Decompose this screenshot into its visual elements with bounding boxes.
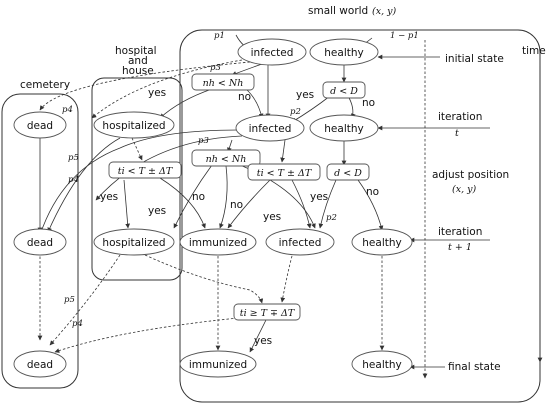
label-p2-mid: p2 — [326, 213, 337, 223]
label-no-d-mid: no — [366, 186, 379, 198]
svg-text:healthy: healthy — [362, 237, 401, 249]
label-p3-mid: p3 — [198, 136, 209, 146]
node-healthy-t1: healthy — [351, 228, 413, 256]
node-hospitalized-mid: hospitalized — [93, 228, 175, 256]
initial-state-label: initial state — [445, 53, 504, 65]
svg-text:hospitalized: hospitalized — [102, 237, 165, 249]
node-infected-initial: infected — [237, 38, 307, 66]
adjust-position-xy: (x, y) — [452, 184, 476, 195]
svg-text:infected: infected — [279, 237, 322, 249]
svg-text:dead: dead — [27, 120, 53, 132]
label-p2-top: p2 — [290, 107, 301, 117]
node-healthy-t: healthy — [309, 114, 379, 142]
label-no-nh-mid: no — [192, 191, 205, 203]
svg-text:nh < Nh: nh < Nh — [206, 154, 247, 165]
svg-text:healthy: healthy — [324, 123, 363, 135]
label-p5-mid: p5 — [68, 153, 79, 163]
node-healthy-initial: healthy — [309, 38, 379, 66]
cemetery-title: cemetery — [20, 79, 70, 91]
node-infected-t: infected — [235, 114, 305, 142]
small-world-xy: (x, y) — [372, 6, 396, 17]
label-yes-hospital-top: yes — [148, 87, 166, 99]
hospital-title-line2: and — [128, 55, 148, 67]
svg-text:ti ≥ T ∓ ΔT: ti ≥ T ∓ ΔT — [240, 308, 295, 319]
label-one-minus-p1: 1 − p1 — [390, 31, 419, 41]
svg-text:nh < Nh: nh < Nh — [203, 78, 244, 89]
final-state-label: final state — [448, 361, 501, 373]
node-hospitalized-top: hospitalized — [93, 111, 175, 139]
label-yes-ti-world: yes — [310, 191, 328, 203]
iteration-t1-var: t + 1 — [448, 242, 472, 253]
condition-ti-lt-T-hospital: ti < T ± ΔT — [108, 161, 182, 179]
hospital-title-line3: house — [122, 65, 154, 77]
node-infected-t1: infected — [265, 228, 335, 256]
node-healthy-final: healthy — [351, 350, 413, 378]
time-label: time — [522, 45, 546, 57]
label-no-ti-world: no — [230, 199, 243, 211]
label-p3-top: p3 — [210, 63, 221, 73]
label-p4-bottom: p4 — [72, 319, 83, 329]
label-yes-hosp-left: yes — [100, 191, 118, 203]
label-no-d-top: no — [362, 97, 375, 109]
label-yes-d-top: yes — [296, 89, 314, 101]
svg-text:d < D: d < D — [330, 86, 358, 97]
hospital-title-line1: hospital — [115, 45, 157, 57]
label-p4-mid: p4 — [68, 175, 79, 185]
label-no-top: no — [238, 91, 251, 103]
node-dead-top: dead — [13, 111, 67, 139]
node-immunized-final: immunized — [179, 350, 257, 378]
label-yes-hosp-right: yes — [148, 205, 166, 217]
svg-text:infected: infected — [249, 123, 292, 135]
svg-text:healthy: healthy — [324, 47, 363, 59]
condition-d-lt-D-top: d < D — [322, 81, 366, 99]
condition-d-lt-D-mid: d < D — [326, 163, 370, 181]
condition-ti-ge-T: ti ≥ T ∓ ΔT — [233, 303, 301, 321]
svg-text:infected: infected — [251, 47, 294, 59]
svg-text:ti < T ± ΔT: ti < T ± ΔT — [118, 166, 173, 177]
condition-nh-lt-Nh-mid: nh < Nh — [191, 149, 261, 167]
label-p5-bottom: p5 — [64, 295, 75, 305]
cemetery-region — [1, 93, 79, 389]
node-dead-final: dead — [13, 350, 67, 378]
label-yes-nh-mid: yes — [263, 211, 281, 223]
svg-text:dead: dead — [27, 237, 53, 249]
svg-text:hospitalized: hospitalized — [102, 120, 165, 132]
condition-nh-lt-Nh-top: nh < Nh — [191, 73, 255, 91]
condition-ti-lt-T-world: ti < T ± ΔT — [247, 163, 321, 181]
node-dead-mid: dead — [13, 228, 67, 256]
svg-text:ti < T ± ΔT: ti < T ± ΔT — [257, 168, 312, 179]
iteration-t-label: iteration — [438, 111, 482, 123]
small-world-title: small world — [308, 5, 368, 17]
svg-text:immunized: immunized — [189, 237, 247, 249]
label-p1: p1 — [214, 31, 225, 41]
iteration-t-var: t — [455, 128, 459, 139]
label-p4-top: p4 — [62, 105, 73, 115]
label-yes-final: yes — [254, 335, 272, 347]
svg-text:immunized: immunized — [189, 359, 247, 371]
svg-text:d < D: d < D — [334, 168, 362, 179]
hospital-region — [91, 77, 183, 281]
adjust-position-label: adjust position — [432, 169, 509, 181]
iteration-t1-label: iteration — [438, 226, 482, 238]
svg-text:dead: dead — [27, 359, 53, 371]
node-immunized-mid: immunized — [179, 228, 257, 256]
svg-text:healthy: healthy — [362, 359, 401, 371]
